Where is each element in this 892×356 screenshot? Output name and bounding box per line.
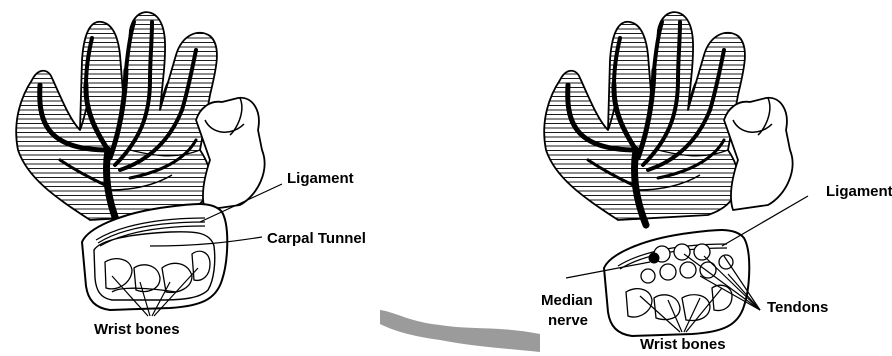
- label-median-nerve-line1: Median: [541, 292, 593, 309]
- left-hand-figure: Ligament Carpal Tunnel Wrist bones: [16, 12, 366, 338]
- label-ligament: Ligament: [287, 170, 354, 187]
- label-median-nerve-line2: nerve: [548, 312, 588, 329]
- right-hand-figure: Ligament Median nerve Tendons Wrist bone…: [541, 12, 892, 353]
- label-tendons: Tendons: [767, 299, 828, 316]
- label-wrist-bones-right: Wrist bones: [640, 336, 726, 353]
- label-carpal-tunnel: Carpal Tunnel: [267, 230, 366, 247]
- median-nerve-dot: [649, 253, 660, 264]
- scan-smudge: [380, 310, 540, 352]
- label-ligament-right: Ligament: [826, 183, 892, 200]
- label-wrist-bones: Wrist bones: [94, 321, 180, 338]
